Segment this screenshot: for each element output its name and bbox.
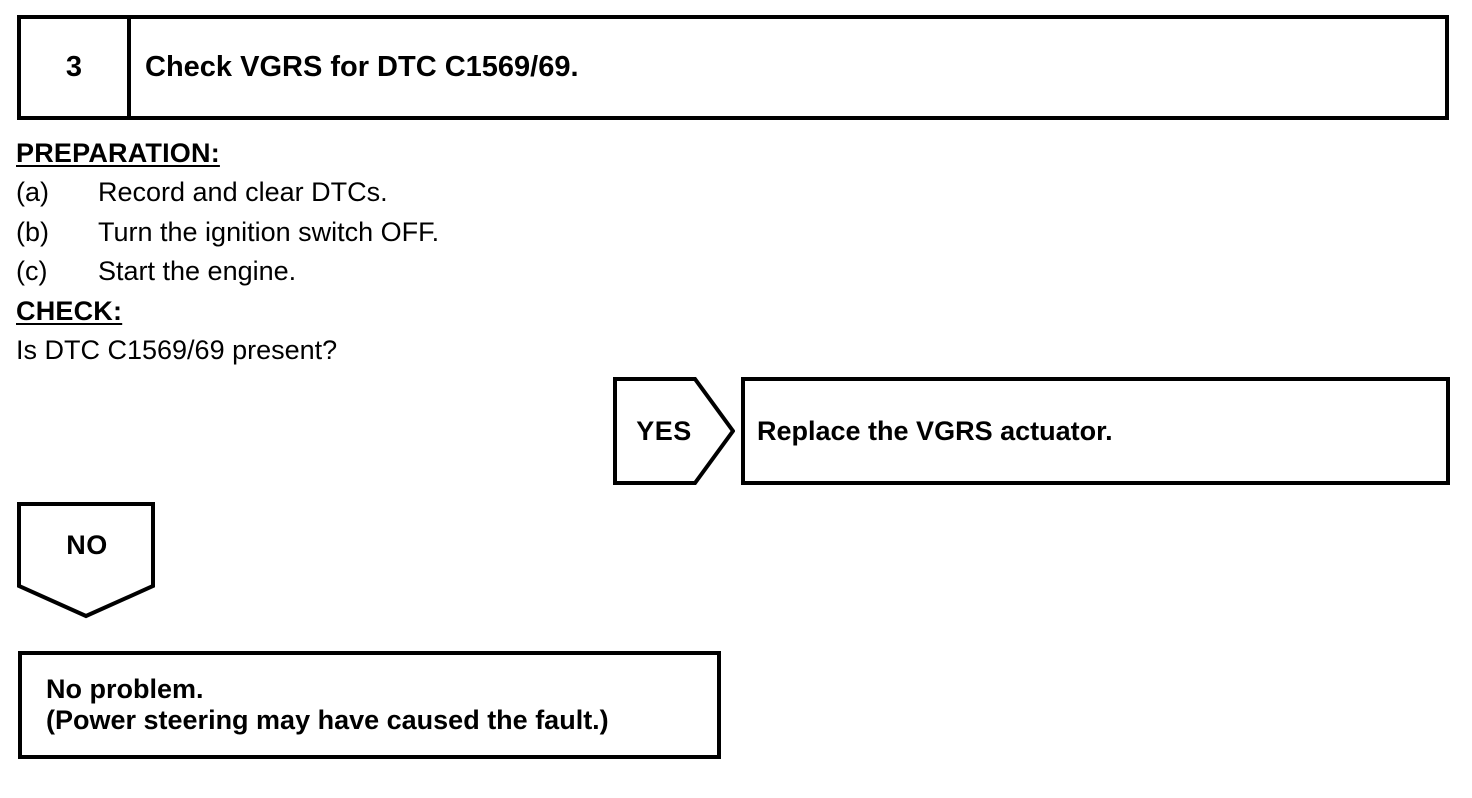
no-arrow-icon [17,502,157,620]
list-item: (a) Record and clear DTCs. [16,173,916,212]
list-item-text: Record and clear DTCs. [98,177,388,208]
list-item-text: Turn the ignition switch OFF. [98,216,440,247]
no-result-line-2: (Power steering may have caused the faul… [46,705,609,735]
yes-branch-label: YES [636,415,692,446]
no-result-box: No problem. (Power steering may have cau… [18,651,721,759]
step-title-cell: Check VGRS for DTC C1569/69. [131,19,1445,116]
no-branch-label: NO [66,529,108,560]
procedure-body: PREPARATION: (a) Record and clear DTCs. … [16,134,916,370]
list-item: (b) Turn the ignition switch OFF. [16,213,916,252]
list-item-marker: (c) [16,256,48,287]
yes-arrow-icon [613,377,735,485]
step-number: 3 [65,51,83,83]
step-title: Check VGRS for DTC C1569/69. [145,51,579,83]
step-number-cell: 3 [21,19,131,116]
list-item: (c) Start the engine. [16,252,916,291]
preparation-list: (a) Record and clear DTCs. (b) Turn the … [16,173,916,291]
list-item-text: Start the engine. [98,256,297,287]
step-header-table: 3 Check VGRS for DTC C1569/69. [17,15,1449,120]
list-item-marker: (b) [16,216,49,247]
check-question: Is DTC C1569/69 present? [16,335,338,366]
preparation-heading: PREPARATION: [16,138,220,168]
check-heading: CHECK: [16,295,123,326]
no-result-line-1: No problem. [46,673,204,704]
yes-result-text: Replace the VGRS actuator. [757,415,1113,446]
list-item-marker: (a) [16,177,49,208]
yes-result-box: Replace the VGRS actuator. [741,377,1450,485]
